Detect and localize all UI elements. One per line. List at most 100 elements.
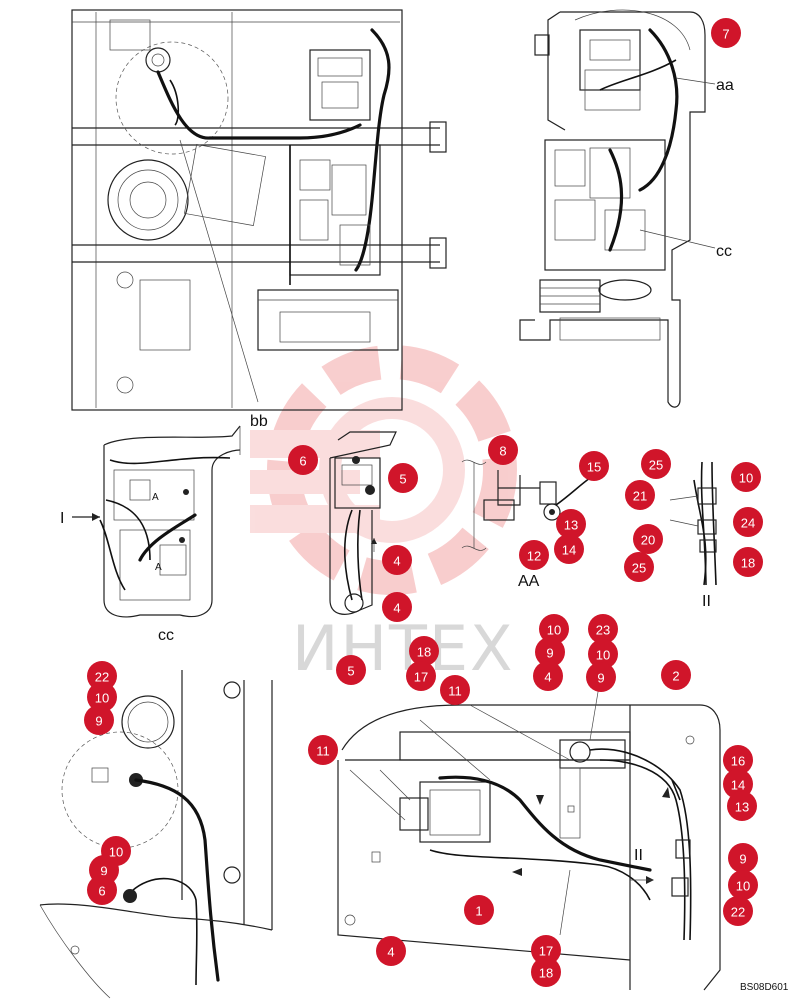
callout-bubble: [554, 534, 584, 564]
callout-bubble: [87, 682, 117, 712]
callout-bubble: [633, 524, 663, 554]
callout-number: 9: [100, 864, 107, 879]
callout-number: 13: [735, 800, 749, 815]
callout-number: 16: [731, 754, 745, 769]
callout-number: 13: [564, 518, 578, 533]
view-II-detail: [669, 461, 717, 586]
callout-number: 10: [596, 648, 610, 663]
callout-number: 20: [641, 533, 655, 548]
callout-12: 12: [519, 540, 549, 570]
callout-11: 11: [440, 675, 470, 705]
callout-5: 5: [336, 655, 366, 685]
callout-bubble: [723, 896, 753, 926]
svg-text:A: A: [152, 492, 159, 503]
label-cc-top: cc: [716, 243, 732, 260]
callout-number: 11: [448, 684, 462, 699]
callout-18: 18: [409, 636, 439, 666]
callout-number: 18: [417, 645, 431, 660]
callout-5: 5: [388, 463, 418, 493]
callout-number: 14: [731, 778, 745, 793]
callout-4: 4: [376, 936, 406, 966]
callout-6: 6: [288, 445, 318, 475]
callout-number: 4: [393, 601, 400, 616]
callout-13: 13: [556, 509, 586, 539]
callout-bubble: [87, 661, 117, 691]
callout-bubble: [588, 614, 618, 644]
view-center-detail: [329, 431, 397, 615]
callout-number: 4: [393, 554, 400, 569]
callout-bubble: [641, 449, 671, 479]
view-bottom-right: [337, 679, 721, 991]
callout-9: 9: [586, 662, 616, 692]
callout-10: 10: [539, 614, 569, 644]
callout-number: 4: [387, 945, 394, 960]
label-cc-detail: cc: [158, 627, 174, 644]
callout-bubble: [728, 870, 758, 900]
callout-number: 21: [633, 489, 647, 504]
callout-number: 9: [739, 852, 746, 867]
callout-10: 10: [87, 682, 117, 712]
callout-4: 4: [533, 661, 563, 691]
callout-bubble: [440, 675, 470, 705]
callout-bubble: [733, 507, 763, 537]
callout-number: 9: [546, 646, 553, 661]
svg-text:A: A: [155, 562, 162, 573]
callout-number: 18: [741, 556, 755, 571]
callout-10: 10: [728, 870, 758, 900]
callout-number: 18: [539, 966, 553, 981]
callout-number: 10: [739, 471, 753, 486]
callout-4: 4: [382, 592, 412, 622]
callout-bubble: [731, 462, 761, 492]
callout-9: 9: [535, 637, 565, 667]
callout-number: 10: [109, 845, 123, 860]
callout-bubble: [661, 660, 691, 690]
watermark-logo: [250, 345, 517, 595]
callout-number: 12: [527, 549, 541, 564]
callout-14: 14: [554, 534, 584, 564]
callout-number: 17: [539, 944, 553, 959]
callout-bubble: [723, 745, 753, 775]
callout-11: 11: [308, 735, 338, 765]
callout-16: 16: [723, 745, 753, 775]
callout-6: 6: [87, 875, 117, 905]
callout-bubble: [533, 661, 563, 691]
callout-9: 9: [84, 705, 114, 735]
callout-bubble: [579, 451, 609, 481]
callout-number: 9: [95, 714, 102, 729]
callout-bubble: [588, 639, 618, 669]
callout-number: 10: [95, 691, 109, 706]
callout-10: 10: [731, 462, 761, 492]
callout-bubble: [409, 636, 439, 666]
callout-number: 6: [98, 884, 105, 899]
callout-bubble: [586, 662, 616, 692]
callout-number: 9: [597, 671, 604, 686]
label-II-main: II: [634, 847, 643, 864]
callout-20: 20: [633, 524, 663, 554]
callout-bubble: [388, 463, 418, 493]
callout-bubble: [728, 843, 758, 873]
callout-bubble: [288, 445, 318, 475]
callout-bubble: [87, 875, 117, 905]
callout-22: 22: [87, 661, 117, 691]
label-II-detail: II: [702, 593, 711, 610]
callout-bubble: [733, 547, 763, 577]
view-AA-detail: [461, 459, 591, 551]
callout-number: 5: [399, 472, 406, 487]
callout-15: 15: [579, 451, 609, 481]
label-I: I: [60, 510, 64, 527]
callout-number: 22: [731, 905, 745, 920]
callout-number: 4: [544, 670, 551, 685]
callout-1: 1: [464, 895, 494, 925]
callout-number: 25: [632, 561, 646, 576]
callout-number: 10: [736, 879, 750, 894]
label-aa: aa: [716, 77, 734, 94]
view-bottom-left: [39, 670, 273, 999]
callout-bubble: [376, 936, 406, 966]
watermark-text: ИНТЕХ: [292, 612, 515, 685]
callout-number: 22: [95, 670, 109, 685]
callout-2: 2: [661, 660, 691, 690]
callout-bubble: [382, 592, 412, 622]
callout-18: 18: [531, 957, 561, 987]
